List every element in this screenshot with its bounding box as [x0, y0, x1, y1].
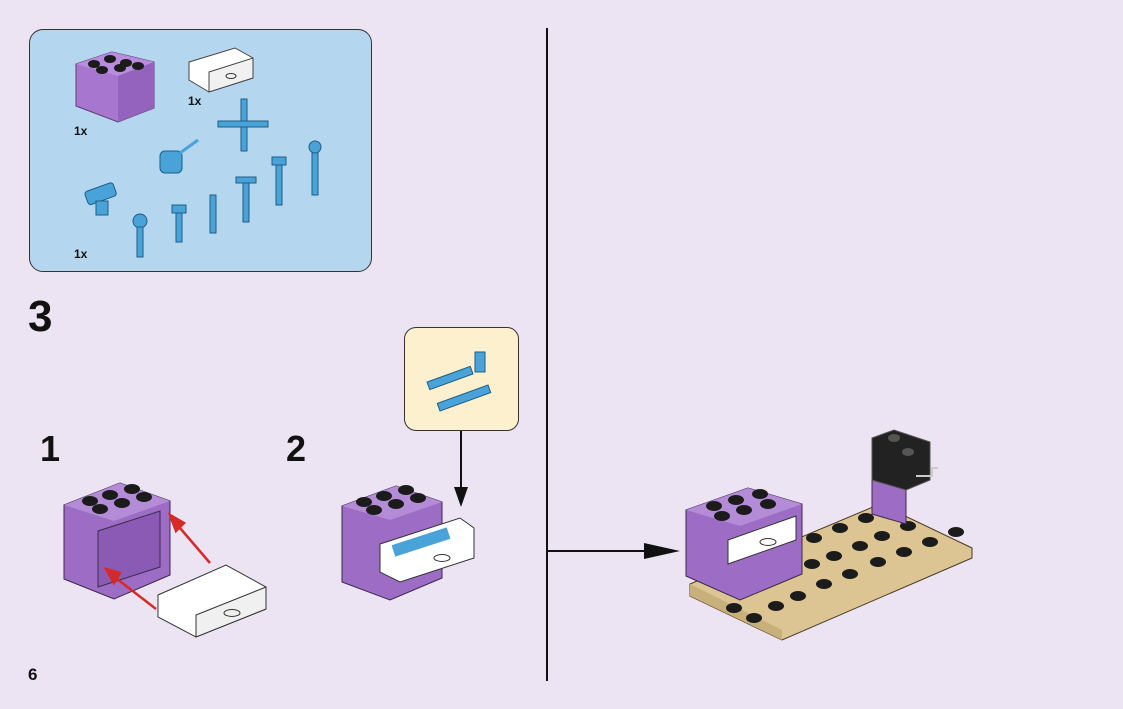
parts-list-panel: 1x 1x 1x: [29, 29, 372, 272]
quantity-label: 1x: [74, 247, 88, 261]
purple-cupboard-part-image: [75, 51, 155, 123]
callout-down-arrow: [454, 431, 468, 507]
substep-2-illustration: [341, 485, 475, 601]
page-number: 6: [28, 665, 38, 684]
quantity-label: 1x: [188, 94, 202, 108]
white-drawer-part-image: [188, 47, 254, 93]
substep-number: 1: [40, 428, 61, 469]
blue-tools-parts-image: [84, 98, 322, 258]
result-model-illustration: [685, 429, 973, 641]
vertical-divider: [546, 28, 548, 681]
substep-number: 2: [286, 428, 307, 469]
result-arrow: [548, 543, 680, 559]
substep-1-illustration: [63, 482, 267, 638]
step-number: 3: [28, 292, 53, 341]
quantity-label: 1x: [74, 124, 88, 138]
blue-tools-callout-image: [426, 351, 492, 412]
red-insert-arrows: [103, 512, 211, 610]
tools-callout-box: [404, 327, 519, 431]
